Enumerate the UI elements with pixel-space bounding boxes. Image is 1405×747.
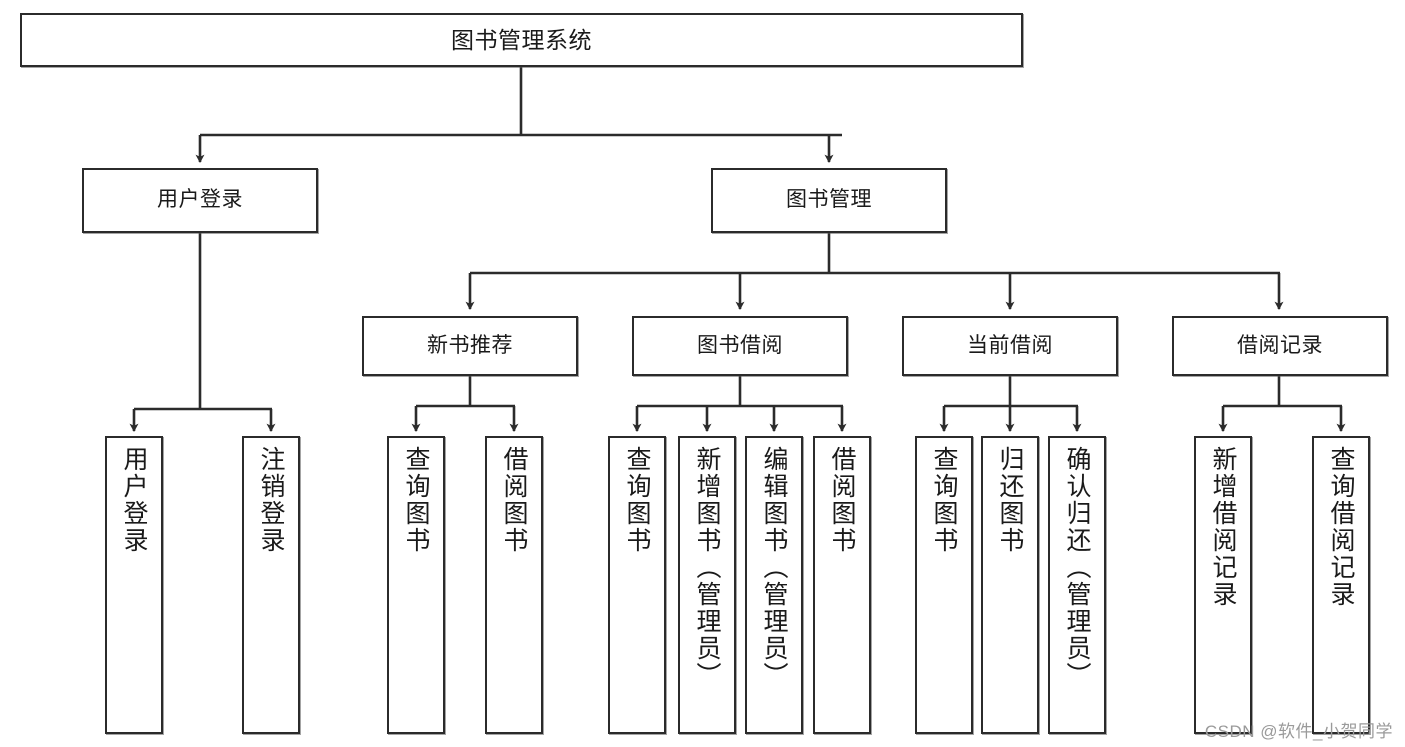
node-label: 新增借阅记录: [1209, 446, 1237, 608]
node-label: 图书管理系统: [451, 26, 592, 53]
node-user-login[interactable]: 用户登录: [82, 168, 318, 233]
leaf-user-logout[interactable]: 注销登录: [242, 436, 300, 734]
node-label: 借阅记录: [1237, 333, 1323, 357]
node-label: 图书管理: [786, 188, 872, 212]
node-label: 用户登录: [120, 446, 148, 554]
node-label: 注销登录: [257, 446, 285, 554]
node-label: 归还图书: [996, 446, 1024, 554]
leaf-current-query-book[interactable]: 查询图书: [915, 436, 973, 734]
node-label: 确认归还（管理员）: [1063, 446, 1091, 689]
node-label: 新书推荐: [427, 333, 513, 357]
node-label: 查询图书: [623, 446, 651, 554]
leaf-borrow-query-book[interactable]: 查询图书: [608, 436, 666, 734]
node-book-management[interactable]: 图书管理: [711, 168, 947, 233]
edges-newbook-to-leaves: [411, 376, 519, 432]
node-label: 查询图书: [402, 446, 430, 554]
leaf-recommend-query-book[interactable]: 查询图书: [387, 436, 445, 734]
leaf-current-return-book[interactable]: 归还图书: [981, 436, 1039, 734]
node-label: 新增图书（管理员）: [693, 446, 721, 689]
leaf-borrow-borrow-book[interactable]: 借阅图书: [813, 436, 871, 734]
edges-currentborrow-to-leaves: [939, 376, 1082, 432]
edges-userlogin-to-leaves: [129, 233, 276, 432]
leaf-record-add-borrow-record[interactable]: 新增借阅记录: [1194, 436, 1252, 734]
leaf-record-query-borrow-record[interactable]: 查询借阅记录: [1312, 436, 1370, 734]
node-book-borrow[interactable]: 图书借阅: [632, 316, 848, 376]
node-label: 编辑图书（管理员）: [760, 446, 788, 689]
node-label: 查询借阅记录: [1327, 446, 1355, 608]
node-current-borrow[interactable]: 当前借阅: [902, 316, 1118, 376]
node-label: 查询图书: [930, 446, 958, 554]
node-label: 当前借阅: [967, 333, 1053, 357]
node-label: 图书借阅: [697, 333, 783, 357]
edges-bookborrow-to-leaves: [632, 376, 847, 432]
leaf-recommend-borrow-book[interactable]: 借阅图书: [485, 436, 543, 734]
edges-root-to-level2: [195, 67, 842, 163]
leaf-user-login[interactable]: 用户登录: [105, 436, 163, 734]
node-label: 用户登录: [157, 188, 243, 212]
edges-bookmgmt-to-level3: [465, 233, 1284, 310]
node-label: 借阅图书: [828, 446, 856, 554]
node-borrow-record[interactable]: 借阅记录: [1172, 316, 1388, 376]
leaf-borrow-edit-book-admin[interactable]: 编辑图书（管理员）: [745, 436, 803, 734]
edges-borrowrecord-to-leaves: [1218, 376, 1346, 432]
leaf-current-confirm-return-admin[interactable]: 确认归还（管理员）: [1048, 436, 1106, 734]
node-system-root[interactable]: 图书管理系统: [20, 13, 1023, 67]
leaf-borrow-add-book-admin[interactable]: 新增图书（管理员）: [678, 436, 736, 734]
node-label: 借阅图书: [500, 446, 528, 554]
node-new-book-recommend[interactable]: 新书推荐: [362, 316, 578, 376]
csdn-watermark: CSDN @软件_小贺同学: [1204, 722, 1393, 741]
